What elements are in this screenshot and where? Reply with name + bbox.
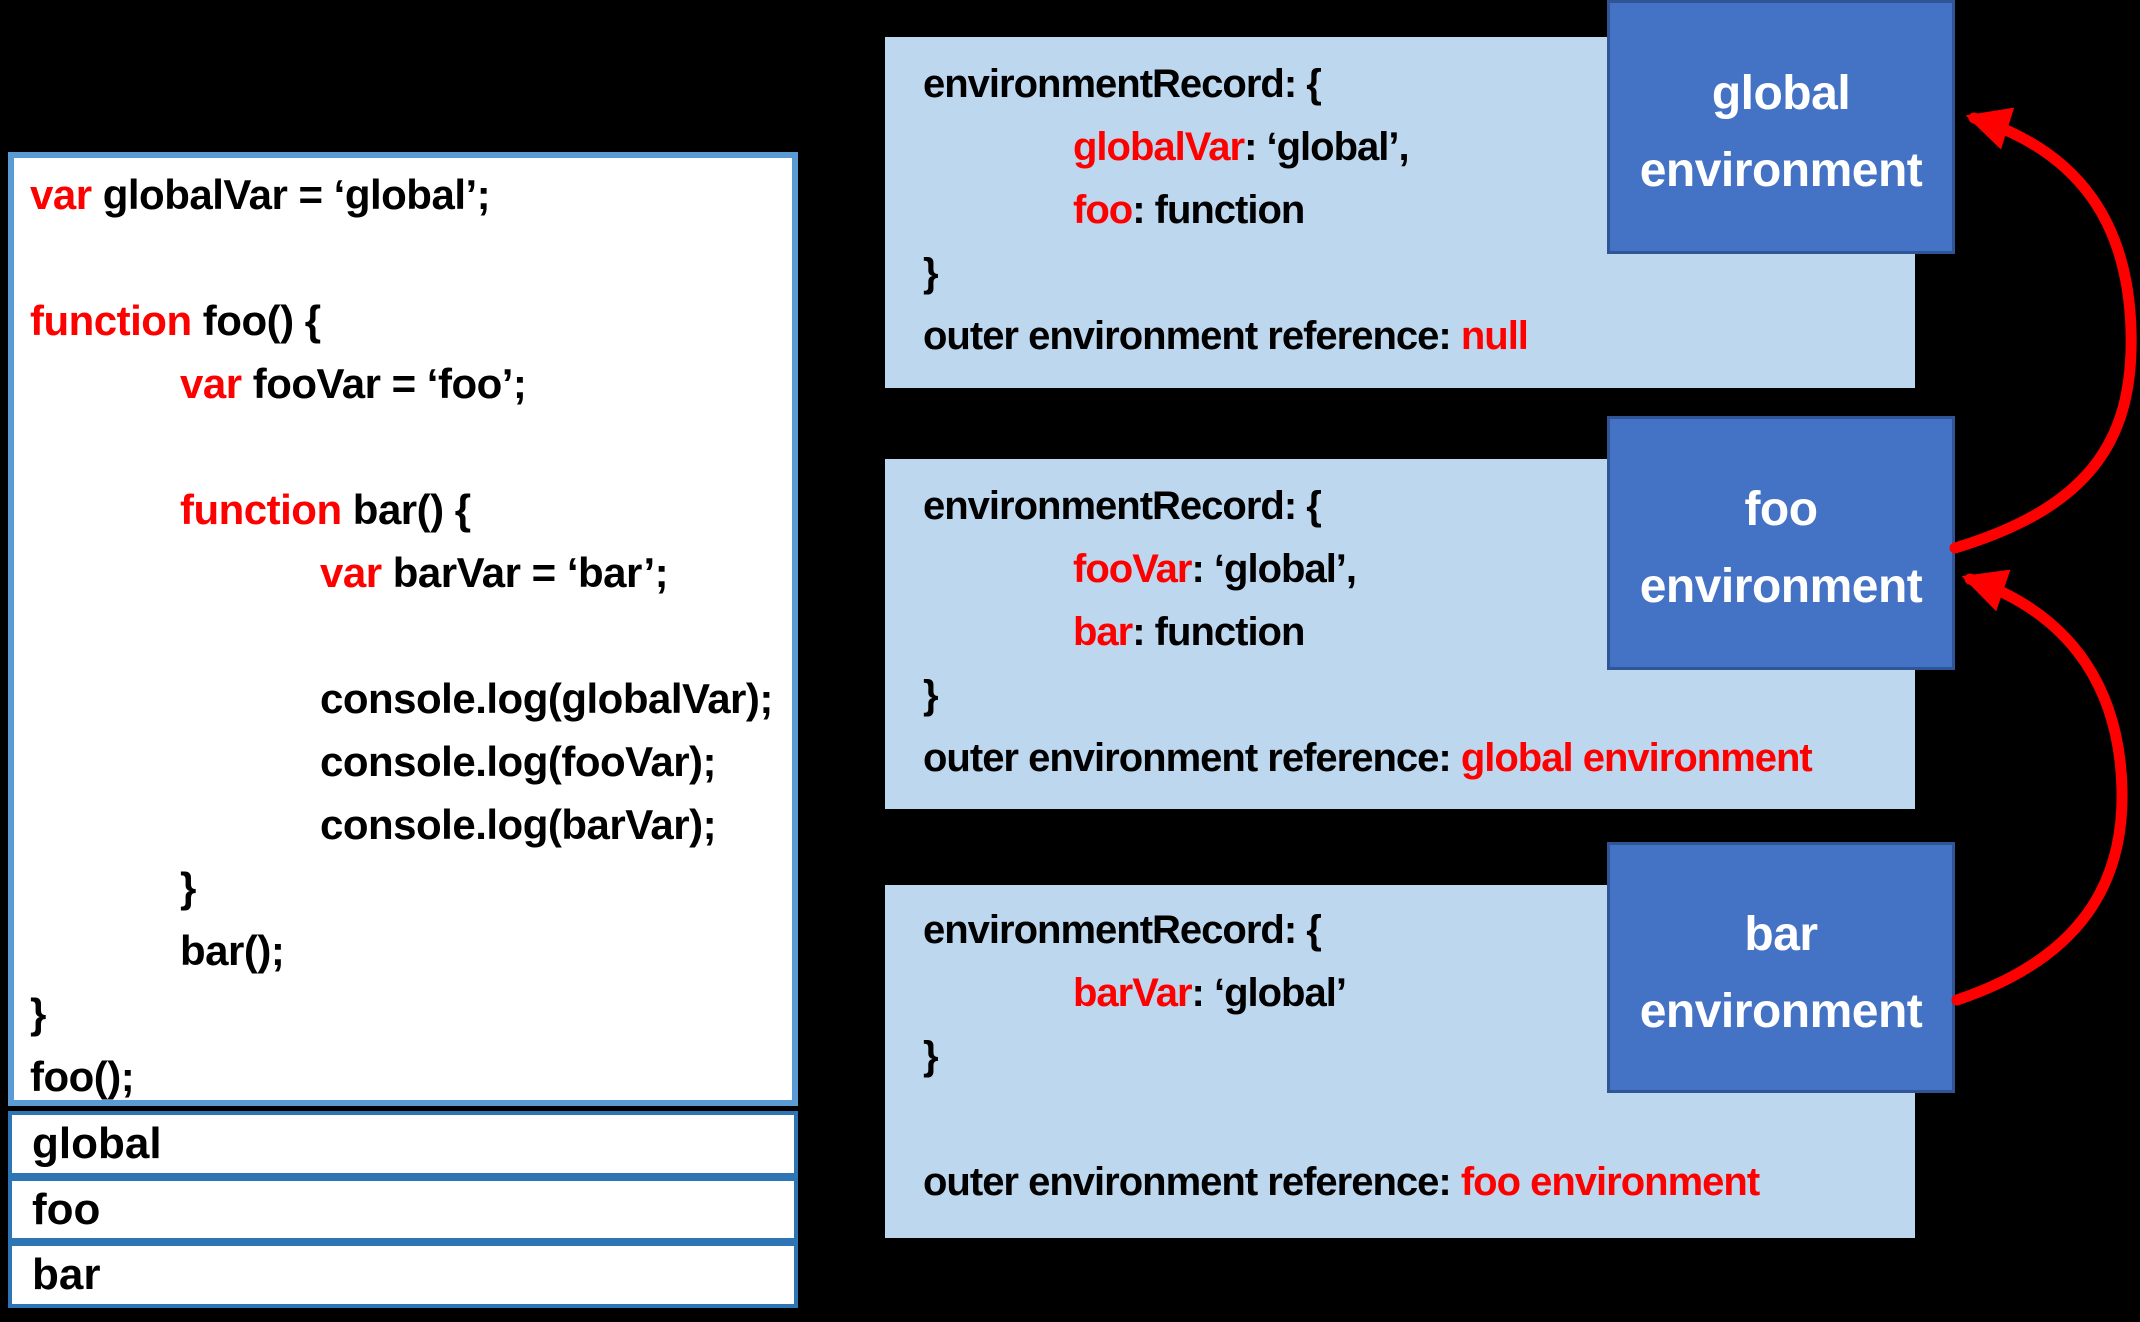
text-token: bar() { [352,485,471,533]
code-line: foo(); [30,1045,786,1100]
environment-record-line: globalVar: ‘global’, [923,116,1915,179]
text-token: console.log(barVar); [320,800,717,848]
highlighted-token: var [180,359,253,407]
environment-record-line: } [923,1025,1915,1088]
environment-label-line: bar [1744,907,1818,961]
environment-record-line [923,1088,1915,1151]
text-token: globalVar = ‘global’; [102,170,491,218]
highlighted-token: bar [1073,610,1133,654]
code-line [30,415,786,478]
environment-record-line: } [923,664,1915,727]
highlighted-token: function [30,296,203,344]
arrow-foo-outer-reference-to-global-environment [1949,107,2137,554]
text-token: } [180,863,196,911]
code-line: var barVar = ‘bar’; [30,541,786,604]
environment-record-line: environmentRecord: { [923,53,1915,116]
environment-record-line: outer environment reference: global envi… [923,727,1915,790]
code-line: var globalVar = ‘global’; [30,163,786,226]
environment-label-line: environment [1639,560,1923,613]
code-line: function bar() { [30,478,786,541]
call-stack-row-global: global [8,1111,798,1177]
environment-label-bar: bar environment [1607,842,1955,1093]
text-token: console.log(globalVar); [320,674,773,722]
highlighted-token: fooVar [1073,547,1192,591]
text-token: : function [1132,188,1305,232]
environment-label-line: foo [1744,483,1818,536]
highlighted-token: null [1460,314,1529,358]
text-token: foo() { [202,296,321,344]
text-token: console.log(fooVar); [320,737,717,785]
environment-record-line: outer environment reference: foo environ… [923,1151,1915,1214]
highlighted-token: barVar [1073,971,1193,1015]
environment-record-line: } [923,242,1915,305]
code-line: console.log(fooVar); [30,730,786,793]
code-line [30,604,786,667]
call-stack-row-bar: bar [8,1242,798,1308]
environment-label-line: global [1711,67,1851,120]
environment-record-line: bar: function [923,601,1915,664]
environment-label-global: global environment [1607,0,1955,254]
environment-record-line: barVar: ‘global’ [923,962,1915,1025]
code-line: } [30,856,786,919]
code-line: function foo() { [30,289,786,352]
environment-label-line: environment [1639,984,1923,1038]
call-stack-row-foo: foo [8,1177,798,1242]
code-line [30,226,786,289]
text-token: : ‘global’, [1191,547,1357,591]
text-token: foo(); [30,1052,135,1100]
code-line: console.log(barVar); [30,793,786,856]
text-token: bar(); [180,926,285,974]
text-token: outer environment reference: [923,1160,1461,1204]
environment-record-line: foo: function [923,179,1915,242]
code-line: console.log(globalVar); [30,667,786,730]
code-line: var fooVar = ‘foo’; [30,352,786,415]
text-token: : function [1132,610,1305,654]
text-token: outer environment reference: [923,314,1461,358]
highlighted-token: foo environment [1460,1160,1760,1204]
text-token: environmentRecord: { [923,908,1322,952]
text-token: environmentRecord: { [923,62,1322,106]
text-token: fooVar = ‘foo’; [252,359,527,407]
text-token: barVar = ‘bar’; [392,548,669,596]
highlighted-token: foo [1073,188,1133,232]
text-token: : ‘global’, [1244,125,1410,169]
code-line: bar(); [30,919,786,982]
text-token: } [30,989,46,1037]
environment-record-lines: environmentRecord: {fooVar: ‘global’,bar… [923,475,1915,790]
text-token: } [923,251,939,295]
environment-record-lines: environmentRecord: { barVar: ‘global’} ou… [923,899,1915,1214]
arrow-bar-outer-reference-to-foo-environment [1951,569,2128,1006]
source-code-panel: var globalVar = ‘global’; function foo()… [8,152,798,1106]
text-token: } [923,1034,939,1078]
highlighted-token: var [320,548,393,596]
text-token: : ‘global’ [1191,971,1347,1015]
text-token: environmentRecord: { [923,484,1322,528]
environment-record-line: outer environment reference: null [923,305,1915,368]
text-token: outer environment reference: [923,736,1461,780]
environment-label-line: environment [1639,144,1923,197]
highlighted-token: global environment [1460,736,1813,780]
environment-label-foo: foo environment [1607,416,1955,670]
environment-record-lines: environmentRecord: { globalVar: ‘global’,… [923,53,1915,368]
environment-record-line: fooVar: ‘global’, [923,538,1915,601]
source-code-lines: var globalVar = ‘global’; function foo()… [30,163,786,1100]
highlighted-token: globalVar [1073,125,1245,169]
environment-record-line: environmentRecord: { [923,475,1915,538]
highlighted-token: var [30,170,103,218]
text-token: } [923,673,939,717]
code-line: } [30,982,786,1045]
environment-record-line: environmentRecord: { [923,899,1915,962]
highlighted-token: function [180,485,353,533]
